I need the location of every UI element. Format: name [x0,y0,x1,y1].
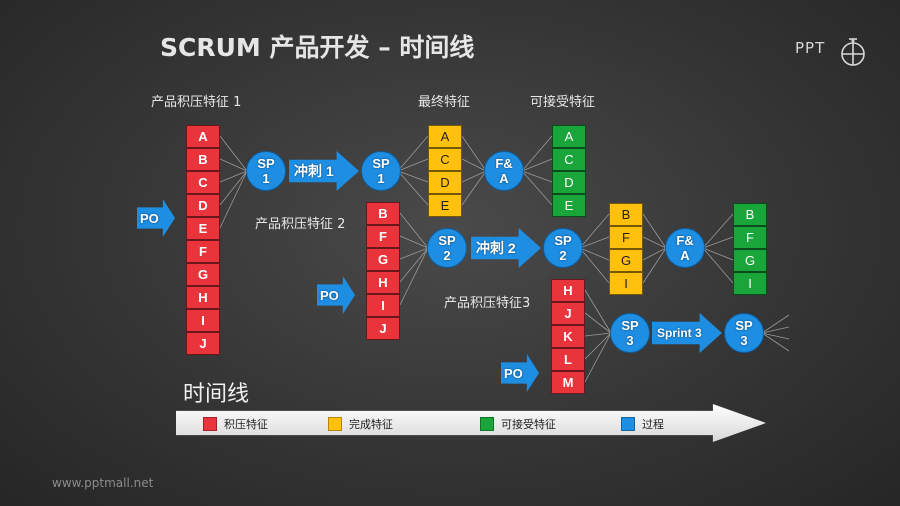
done1-cell: D [428,171,462,194]
sprint3-label: Sprint 3 [657,326,702,340]
done1-cell: E [428,194,462,217]
backlog2-label: 产品积压特征 2 [255,217,346,232]
accept2-cell: I [733,272,767,295]
legend-item-done: 完成特征 [328,416,393,432]
backlog1-cell: G [186,263,220,286]
backlog3-cell: M [551,371,585,394]
legend-swatch [621,417,635,431]
acceptable-features-label: 可接受特征 [530,95,596,110]
backlog2-cell: F [366,225,400,248]
backlog1-cell: E [186,217,220,240]
done2-cell: G [609,249,643,272]
backlog1-cell: I [186,309,220,332]
sprint2-label: 冲刺 2 [476,240,516,256]
accept1-cell: D [552,171,586,194]
backlog2-cell: I [366,294,400,317]
sprint2-start-node: SP 2 [427,228,467,268]
sprint3-end-node: SP 3 [724,313,764,353]
legend-swatch [480,417,494,431]
backlog1-label: 产品积压特征 1 [151,95,242,110]
backlog2-cell: J [366,317,400,340]
accept1-cell: C [552,148,586,171]
po1-label: PO [140,210,159,226]
backlog3-cell: H [551,279,585,302]
backlog1-cell: A [186,125,220,148]
feedback1-node: F& A [484,151,524,191]
backlog1-cell: D [186,194,220,217]
backlog2-cell: H [366,271,400,294]
legend-swatch [328,417,342,431]
backlog3-cell: J [551,302,585,325]
backlog2-cell: G [366,248,400,271]
legend-label: 积压特征 [224,418,268,431]
logo-mark-icon [841,38,865,66]
legend-label: 可接受特征 [501,418,556,431]
backlog1-cell: B [186,148,220,171]
footer-url: www.pptmall.net [52,476,154,490]
backlog1-cell: J [186,332,220,355]
backlog1-cell: F [186,240,220,263]
accept1-cell: A [552,125,586,148]
logo-text: PPT [795,39,826,57]
accept2-cell: B [733,203,767,226]
po2-label: PO [320,287,339,303]
legend-item-process: 过程 [621,416,664,432]
backlog2-cell: B [366,202,400,225]
feedback2-node: F& A [665,228,705,268]
done2-cell: F [609,226,643,249]
timeline-title: 时间线 [183,382,250,407]
done2-cell: I [609,272,643,295]
legend-swatch [203,417,217,431]
logo: PPT [795,36,875,68]
legend-item-backlog: 积压特征 [203,416,268,432]
sprint1-end-node: SP 1 [361,151,401,191]
done1-cell: A [428,125,462,148]
sprint2-end-node: SP 2 [543,228,583,268]
accept1-cell: E [552,194,586,217]
final-features-label: 最终特征 [418,95,471,110]
sprint1-label: 冲刺 1 [294,163,334,179]
backlog3-cell: L [551,348,585,371]
backlog3-label: 产品积压特征3 [444,296,531,311]
backlog1-cell: H [186,286,220,309]
sprint3-start-node: SP 3 [610,313,650,353]
backlog1-cell: C [186,171,220,194]
po3-label: PO [504,365,523,381]
page-title: SCRUM 产品开发 – 时间线 [160,33,475,62]
accept2-cell: G [733,249,767,272]
legend-label: 过程 [642,418,664,431]
done1-cell: C [428,148,462,171]
sprint1-start-node: SP 1 [246,151,286,191]
legend-item-acceptable: 可接受特征 [480,416,556,432]
legend-label: 完成特征 [349,418,393,431]
accept2-cell: F [733,226,767,249]
backlog3-cell: K [551,325,585,348]
done2-cell: B [609,203,643,226]
